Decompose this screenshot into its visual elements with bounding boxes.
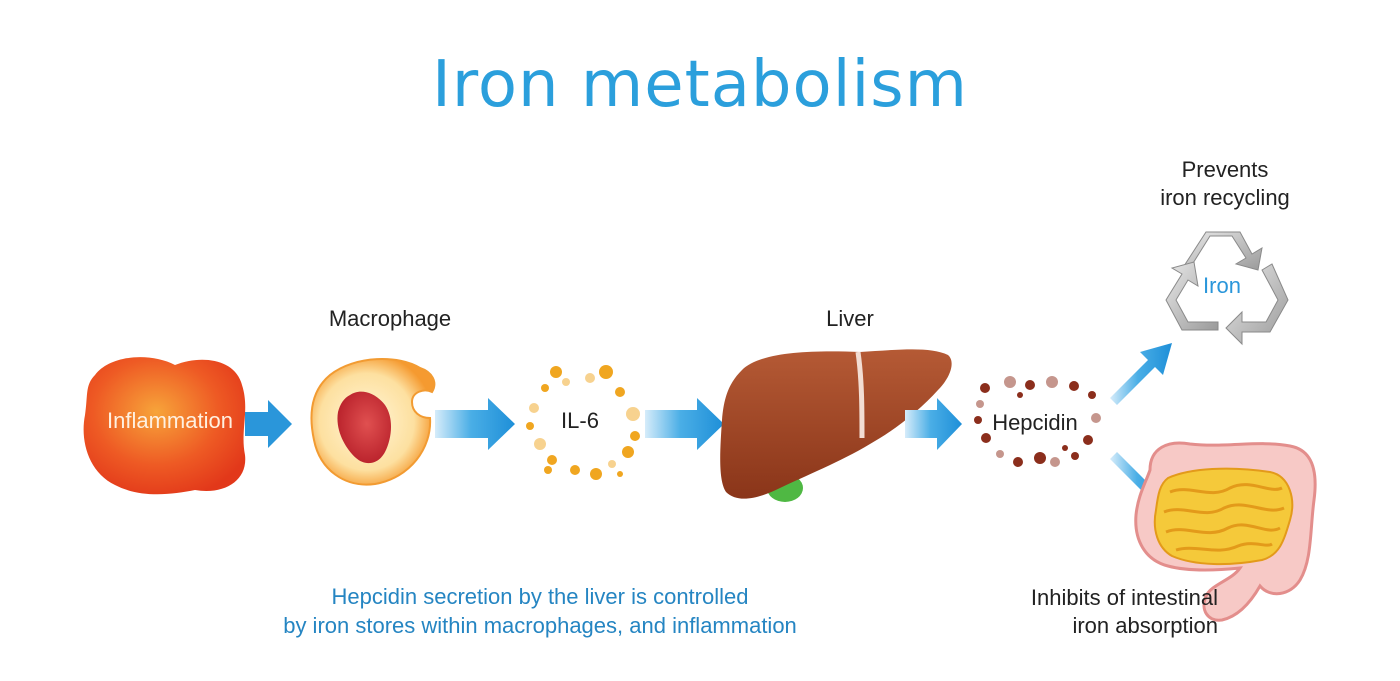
arrow-hepcidin-to-recycling <box>1110 343 1172 405</box>
intestine-caption-line2: iron absorption <box>1072 613 1218 638</box>
intestine-illustration <box>1134 441 1317 622</box>
macrophage-nucleus <box>337 391 392 464</box>
small-intestine <box>1153 467 1294 566</box>
arrow-macrophage-to-il6 <box>435 398 515 450</box>
il6-label: IL-6 <box>561 408 599 433</box>
arrow-liver-to-hepcidin <box>905 398 962 450</box>
liver-label: Liver <box>826 306 874 331</box>
page-title: Iron metabolism <box>432 48 968 122</box>
bottom-caption-line2: by iron stores within macrophages, and i… <box>283 613 797 638</box>
intestine-caption-line1: Inhibits of intestinal <box>1030 585 1218 610</box>
recycling-caption: Prevents iron recycling <box>1120 156 1330 212</box>
liver-organ <box>720 349 952 499</box>
liver-ligament <box>855 351 865 439</box>
recycling-caption-line1: Prevents <box>1181 157 1269 182</box>
macrophage-label: Macrophage <box>328 306 452 331</box>
inflammation-label: Inflammation <box>107 408 233 433</box>
intestine-caption: Inhibits of intestinal iron absorption <box>980 584 1218 640</box>
hepcidin-particles <box>974 376 1101 467</box>
bottom-caption-line1: Hepcidin secretion by the liver is contr… <box>331 584 749 609</box>
arrow-il6-to-liver <box>645 398 724 450</box>
recycling-iron-label: Iron <box>1203 273 1241 298</box>
il6-particles <box>526 365 640 480</box>
recycling-symbol <box>1165 231 1289 346</box>
hepcidin-label: Hepcidin <box>992 410 1078 435</box>
recycling-caption-line2: iron recycling <box>1160 185 1290 210</box>
bottom-caption: Hepcidin secretion by the liver is contr… <box>230 582 850 640</box>
arrow-inflammation-to-macrophage <box>245 400 292 448</box>
inflammation-blob <box>83 357 246 495</box>
